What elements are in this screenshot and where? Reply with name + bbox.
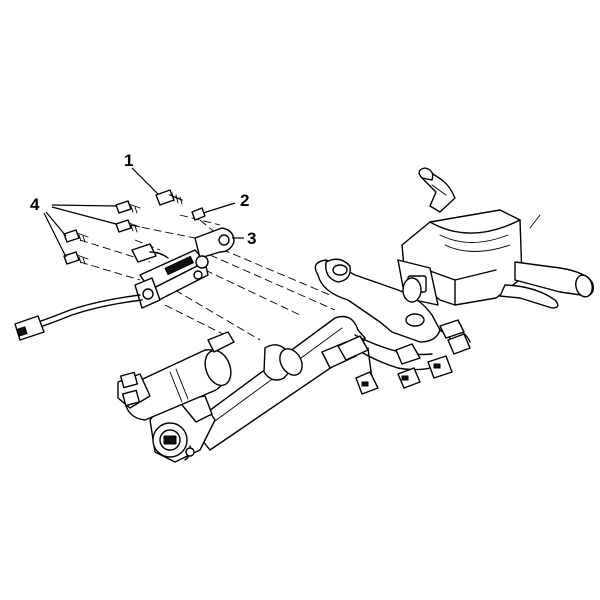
lock-housing [149, 394, 216, 463]
item-2-bolt [191, 207, 206, 221]
callout-1: 1 [124, 151, 133, 170]
multifunction-lever [499, 214, 595, 309]
callout-labels: 1 2 3 4 [30, 151, 256, 248]
fastener-b [115, 219, 141, 233]
tilt-motor [117, 331, 235, 421]
item-1-screw [155, 189, 183, 206]
callout-2: 2 [240, 191, 249, 210]
wiring-harness [321, 319, 471, 395]
sensor-assembly [14, 227, 235, 341]
upper-stalk [418, 167, 456, 213]
steering-column-tube [189, 315, 366, 451]
fastener-d [63, 251, 89, 265]
alignment-lines [79, 214, 336, 341]
upper-housing [314, 209, 523, 343]
callout-3: 3 [247, 229, 256, 248]
callout-leaders [43, 167, 244, 258]
fastener-c [63, 229, 89, 243]
callout-4: 4 [30, 195, 40, 214]
fastener-a [115, 200, 141, 214]
item-4-fasteners [63, 200, 141, 265]
